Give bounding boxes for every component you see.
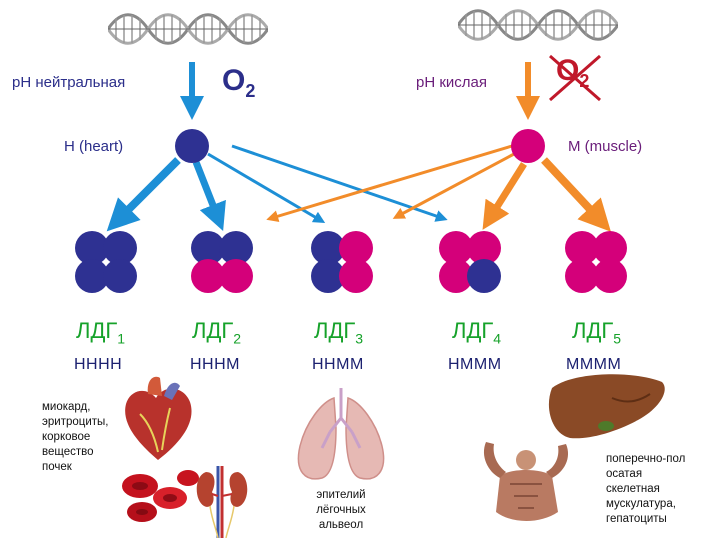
tissue-heart-text: миокард, эритроциты, корковое вещество п… bbox=[42, 400, 108, 475]
ldg-index-3: 3 bbox=[355, 330, 364, 347]
arrow-m-to-ldg4 bbox=[482, 162, 527, 230]
m-subunit-dot bbox=[593, 231, 627, 265]
ldg-tetramer-1 bbox=[75, 231, 137, 293]
ldg-name-3: ЛДГ bbox=[314, 318, 356, 343]
tissue-heart-line: корковое bbox=[42, 431, 91, 443]
ph-acid-label: pH кислая bbox=[416, 74, 488, 91]
ldg-label-3: ЛДГ3 bbox=[314, 318, 363, 346]
ldg-tetramer-2 bbox=[191, 231, 253, 293]
arrow-m-to-ldg5 bbox=[541, 157, 611, 232]
tissue-lung-text: эпителий лёгочных альвеол bbox=[306, 488, 376, 533]
dna-left-icon bbox=[108, 13, 268, 45]
ldg-code-4: HMMM bbox=[448, 356, 502, 373]
tissue-heart-line: почек bbox=[42, 461, 72, 473]
lungs-icon bbox=[297, 388, 385, 480]
m-subunit-dot bbox=[439, 231, 473, 265]
m-subunit-dot bbox=[339, 259, 373, 293]
m-subunit-dot bbox=[467, 231, 501, 265]
ldg-name-2: ЛДГ bbox=[192, 318, 234, 343]
h-subunit-dot bbox=[75, 259, 109, 293]
ldg-label-1: ЛДГ1 bbox=[76, 318, 125, 346]
h-subunit-dot bbox=[75, 231, 109, 265]
ldg-index-4: 4 bbox=[493, 330, 502, 347]
o2-left-label: O2 bbox=[222, 64, 255, 102]
h-subunit-dot bbox=[311, 231, 345, 265]
tissue-heart-line: миокард, bbox=[42, 401, 91, 413]
arrow-m-to-ldg3 bbox=[392, 152, 515, 219]
kidney-icon bbox=[196, 466, 248, 538]
m-subunit-dot bbox=[191, 259, 225, 293]
ldg-code-2: HHHM bbox=[190, 356, 240, 373]
tissue-muscle-text: поперечно-пол осатая скелетная мускулату… bbox=[606, 452, 685, 527]
h-subunit-dot bbox=[467, 259, 501, 293]
o2-left-symbol: O bbox=[222, 64, 246, 97]
liver-icon bbox=[548, 374, 665, 439]
ldg-name-5: ЛДГ bbox=[572, 318, 614, 343]
tissue-lung-line: лёгочных bbox=[316, 504, 366, 516]
ldg-tetramer-4 bbox=[439, 231, 501, 293]
ldg-name-1: ЛДГ bbox=[76, 318, 118, 343]
tissue-muscle-line: гепатоциты bbox=[606, 513, 667, 525]
diagram-canvas bbox=[106, 54, 611, 232]
m-subunit-circle bbox=[511, 129, 545, 163]
ldg-tetramer-3 bbox=[311, 231, 373, 293]
m-subunit-dot bbox=[565, 259, 599, 293]
red-blood-cells-icon bbox=[122, 470, 199, 522]
h-subunit-dot bbox=[311, 259, 345, 293]
tissue-muscle-line: осатая bbox=[606, 468, 643, 480]
ldg-tetramer-5 bbox=[565, 231, 627, 293]
tissue-heart-line: эритроциты, bbox=[42, 416, 109, 428]
o2-left-subscript: 2 bbox=[245, 81, 256, 101]
ldg-label-2: ЛДГ2 bbox=[192, 318, 241, 346]
h-subunit-dot bbox=[191, 231, 225, 265]
ldg-code-1: HHHH bbox=[74, 356, 123, 373]
arrow-h-to-ldg2 bbox=[192, 160, 226, 232]
h-subunit-label: H (heart) bbox=[64, 138, 124, 155]
h-subunit-dot bbox=[219, 231, 253, 265]
tissue-muscle-line: мускулатура, bbox=[606, 498, 676, 510]
tissue-heart-line: вещество bbox=[42, 446, 94, 458]
ldg-code-5: MMMM bbox=[566, 356, 622, 373]
ldg-code-3: HHMM bbox=[312, 356, 364, 373]
ldg-index-1: 1 bbox=[117, 330, 126, 347]
ldg-index-5: 5 bbox=[613, 330, 622, 347]
isoenzyme-tetramers bbox=[75, 231, 627, 293]
m-subunit-label: M (muscle) bbox=[568, 138, 643, 155]
tissue-muscle-line: скелетная bbox=[606, 483, 660, 495]
h-subunit-dot bbox=[103, 259, 137, 293]
arrow-h-to-ldg4 bbox=[231, 144, 448, 222]
o2-right-subscript: 2 bbox=[579, 71, 590, 91]
m-subunit-dot bbox=[593, 259, 627, 293]
m-subunit-dot bbox=[565, 231, 599, 265]
ldg-index-2: 2 bbox=[233, 330, 242, 347]
ldg-name-4: ЛДГ bbox=[452, 318, 494, 343]
tissue-lung-line: альвеол bbox=[318, 519, 364, 531]
arrow-h-to-ldg1 bbox=[106, 157, 181, 232]
tissue-muscle-line: поперечно-пол bbox=[606, 453, 686, 465]
o2-cross-line-2 bbox=[549, 54, 601, 102]
m-subunit-dot bbox=[339, 231, 373, 265]
h-subunit-circle bbox=[175, 129, 209, 163]
m-subunit-dot bbox=[219, 259, 253, 293]
dna-right-icon bbox=[458, 9, 618, 41]
m-subunit-dot bbox=[439, 259, 473, 293]
tissue-lung-line: эпителий bbox=[316, 489, 366, 501]
ph-neutral-label: pH нейтральная bbox=[12, 74, 126, 91]
h-subunit-dot bbox=[103, 231, 137, 265]
arrow-m-to-ldg2 bbox=[266, 144, 513, 223]
muscle-man-icon bbox=[483, 442, 569, 521]
ldg-label-5: ЛДГ5 bbox=[572, 318, 621, 346]
ldg-label-4: ЛДГ4 bbox=[452, 318, 501, 346]
heart-icon bbox=[125, 376, 192, 460]
